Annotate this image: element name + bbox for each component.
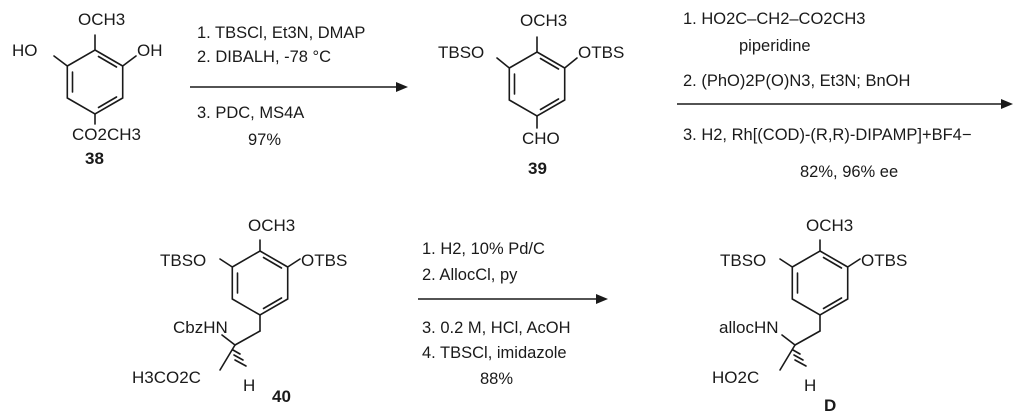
methoxy-label: OCH3 bbox=[248, 216, 295, 235]
compound-D: OCH3 TBSO OTBS allocHN HO2C H D bbox=[712, 216, 907, 415]
arrow3-condition-1: 1. H2, 10% Pd/C bbox=[422, 240, 545, 258]
arrow3-condition-4: 4. TBSCl, imidazole bbox=[422, 344, 567, 362]
arrow1-condition-2: 2. DIBALH, -78 °C bbox=[197, 48, 331, 66]
methoxy-label: OCH3 bbox=[78, 10, 125, 29]
alpha-hydrogen-label: H bbox=[804, 376, 816, 395]
ester-label: CO2CH3 bbox=[72, 125, 141, 144]
benzene-ring bbox=[66, 49, 124, 115]
arrow1-condition-3: 3. PDC, MS4A bbox=[197, 104, 304, 122]
benzene-ring bbox=[508, 51, 566, 117]
otbs-right-label: OTBS bbox=[861, 251, 907, 270]
otbs-right-label: OTBS bbox=[301, 251, 347, 270]
compound-38: OCH3 HO OH CO2CH3 38 bbox=[12, 10, 163, 168]
arrow2-reagent-3: 3. H2, Rh[(COD)-(R,R)-DIPAMP]+BF4− bbox=[683, 126, 971, 144]
arrow1-condition-1: 1. TBSCl, Et3N, DMAP bbox=[197, 24, 365, 42]
compound-40: OCH3 TBSO OTBS CbzHN H3CO2C H 40 bbox=[132, 216, 347, 406]
compound-number-D: D bbox=[824, 396, 836, 415]
aldehyde-label: CHO bbox=[522, 129, 560, 148]
arrow3-condition-3: 3. 0.2 M, HCl, AcOH bbox=[422, 319, 571, 337]
arrow2-reagent-1: 1. HO2C–CH2–CO2CH3 bbox=[683, 10, 865, 28]
alpha-hydrogen-label: H bbox=[243, 376, 255, 395]
arrow2-reagent-2: 2. (PhO)2P(O)N3, Et3N; BnOH bbox=[683, 72, 910, 90]
compound-number-40: 40 bbox=[272, 387, 291, 406]
arrow2-base: piperidine bbox=[739, 37, 811, 55]
hydroxy-right-label: OH bbox=[137, 41, 163, 60]
reaction-arrow-1: 1. TBSCl, Et3N, DMAP 2. DIBALH, -78 °C 3… bbox=[190, 24, 408, 149]
methyl-ester-label: H3CO2C bbox=[132, 368, 201, 387]
reaction-arrow-3: 1. H2, 10% Pd/C 2. AllocCl, py 3. 0.2 M,… bbox=[418, 240, 608, 388]
cbz-amine-label: CbzHN bbox=[173, 318, 228, 337]
carboxylic-acid-label: HO2C bbox=[712, 368, 759, 387]
hydroxy-left-label: HO bbox=[12, 41, 38, 60]
arrow1-yield: 97% bbox=[248, 131, 281, 149]
arrow3-yield: 88% bbox=[480, 370, 513, 388]
tbso-left-label: TBSO bbox=[438, 43, 484, 62]
arrow2-yield: 82%, 96% ee bbox=[800, 163, 898, 181]
compound-39: OCH3 TBSO OTBS CHO 39 bbox=[438, 11, 624, 178]
compound-number-38: 38 bbox=[85, 149, 104, 168]
methoxy-label: OCH3 bbox=[806, 216, 853, 235]
compound-number-39: 39 bbox=[528, 159, 547, 178]
methoxy-label: OCH3 bbox=[520, 11, 567, 30]
otbs-right-label: OTBS bbox=[578, 43, 624, 62]
tbso-left-label: TBSO bbox=[720, 251, 766, 270]
benzene-ring bbox=[791, 250, 849, 316]
benzene-ring bbox=[231, 250, 289, 316]
arrow3-condition-2: 2. AllocCl, py bbox=[422, 266, 518, 284]
alloc-amine-label: allocHN bbox=[719, 318, 779, 337]
reaction-arrow-2: 1. HO2C–CH2–CO2CH3 piperidine 2. (PhO)2P… bbox=[677, 10, 1013, 181]
tbso-left-label: TBSO bbox=[160, 251, 206, 270]
